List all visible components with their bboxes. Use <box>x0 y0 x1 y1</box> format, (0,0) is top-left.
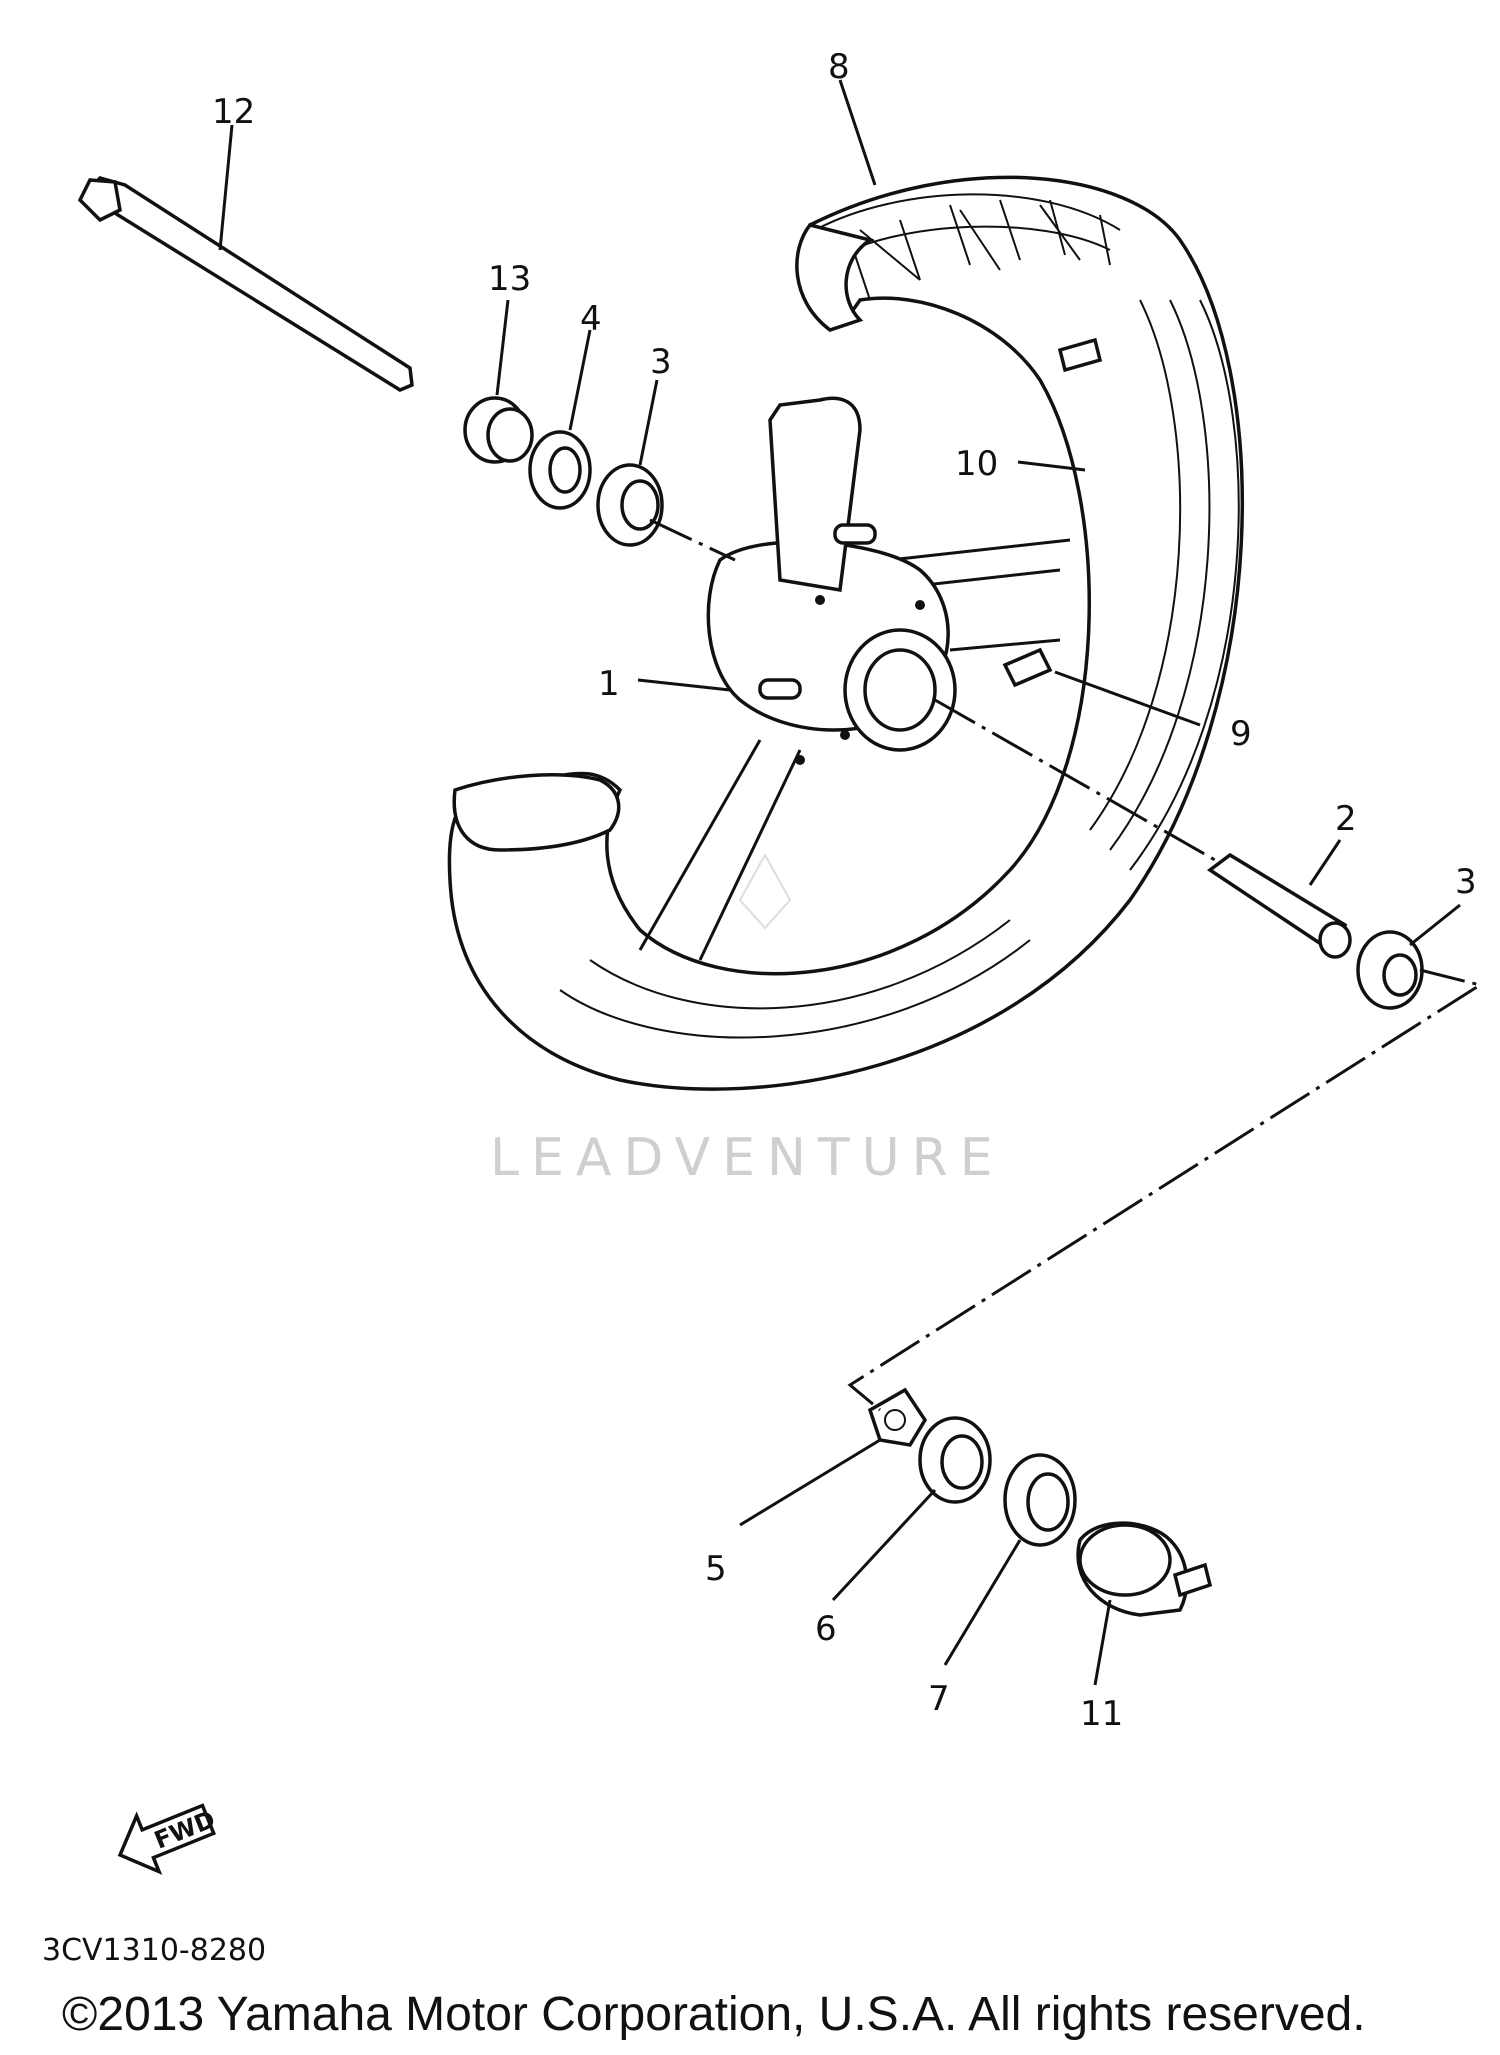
balance-weight-part-10 <box>1057 337 1103 373</box>
callout-12: 12 <box>212 92 255 132</box>
oil-seal-part-4 <box>528 430 592 510</box>
retainer-part-5 <box>867 1387 928 1447</box>
hub-bolt-hole <box>795 755 805 765</box>
bearing-part-3a <box>596 463 664 547</box>
hub-bolt-hole <box>840 730 850 740</box>
callout-6: 6 <box>815 1609 837 1649</box>
callouts: 1 2 3 3 4 5 6 7 8 9 10 11 12 13 <box>212 47 1477 1734</box>
speedometer-gear-part-11 <box>1076 1521 1213 1617</box>
copyright-notice: ©2013 Yamaha Motor Corporation, U.S.A. A… <box>62 1988 1366 2041</box>
tire-inner-rim-lines <box>559 299 1240 1039</box>
callout-1: 1 <box>598 664 620 704</box>
forward-arrow-icon: FWD <box>117 1803 219 1875</box>
tire-cut-top <box>795 223 875 332</box>
watermark: LEADVENTURE <box>490 852 1005 1188</box>
callout-2: 2 <box>1335 799 1357 839</box>
callout-9: 9 <box>1230 714 1252 754</box>
oil-seal-part-6 <box>918 1416 992 1504</box>
hub-slot-lower <box>758 678 802 700</box>
callout-4: 4 <box>580 299 602 339</box>
callout-11: 11 <box>1080 1694 1123 1734</box>
bearing-part-7 <box>1003 1453 1077 1547</box>
watermark-text: LEADVENTURE <box>490 1128 1005 1188</box>
collar-part-13 <box>463 396 534 464</box>
callout-3a: 3 <box>650 342 672 382</box>
callout-10: 10 <box>955 444 998 484</box>
tire-cut-bottom <box>452 773 621 852</box>
callout-7: 7 <box>928 1679 950 1719</box>
collar-part-2 <box>1206 852 1352 959</box>
tire-tread <box>814 193 1121 301</box>
callout-5: 5 <box>705 1549 727 1589</box>
callout-8: 8 <box>828 47 850 87</box>
wheel-assembly <box>447 175 1244 1091</box>
assembly-lines <box>649 518 1484 1412</box>
axle-part-12 <box>77 176 414 392</box>
diagram-code: 3CV1310-8280 <box>42 1933 266 1968</box>
wheel-spokes <box>638 538 1071 961</box>
bearing-part-3b <box>1356 930 1424 1010</box>
hub-bolt-hole <box>815 595 825 605</box>
callout-13: 13 <box>488 259 531 299</box>
valve-part-9 <box>1002 647 1053 688</box>
callout-3b: 3 <box>1455 862 1477 902</box>
hub-bore <box>863 648 937 732</box>
hub-slot-upper <box>833 523 877 545</box>
leader-lines <box>218 79 1461 1686</box>
hub-bolt-hole <box>915 600 925 610</box>
